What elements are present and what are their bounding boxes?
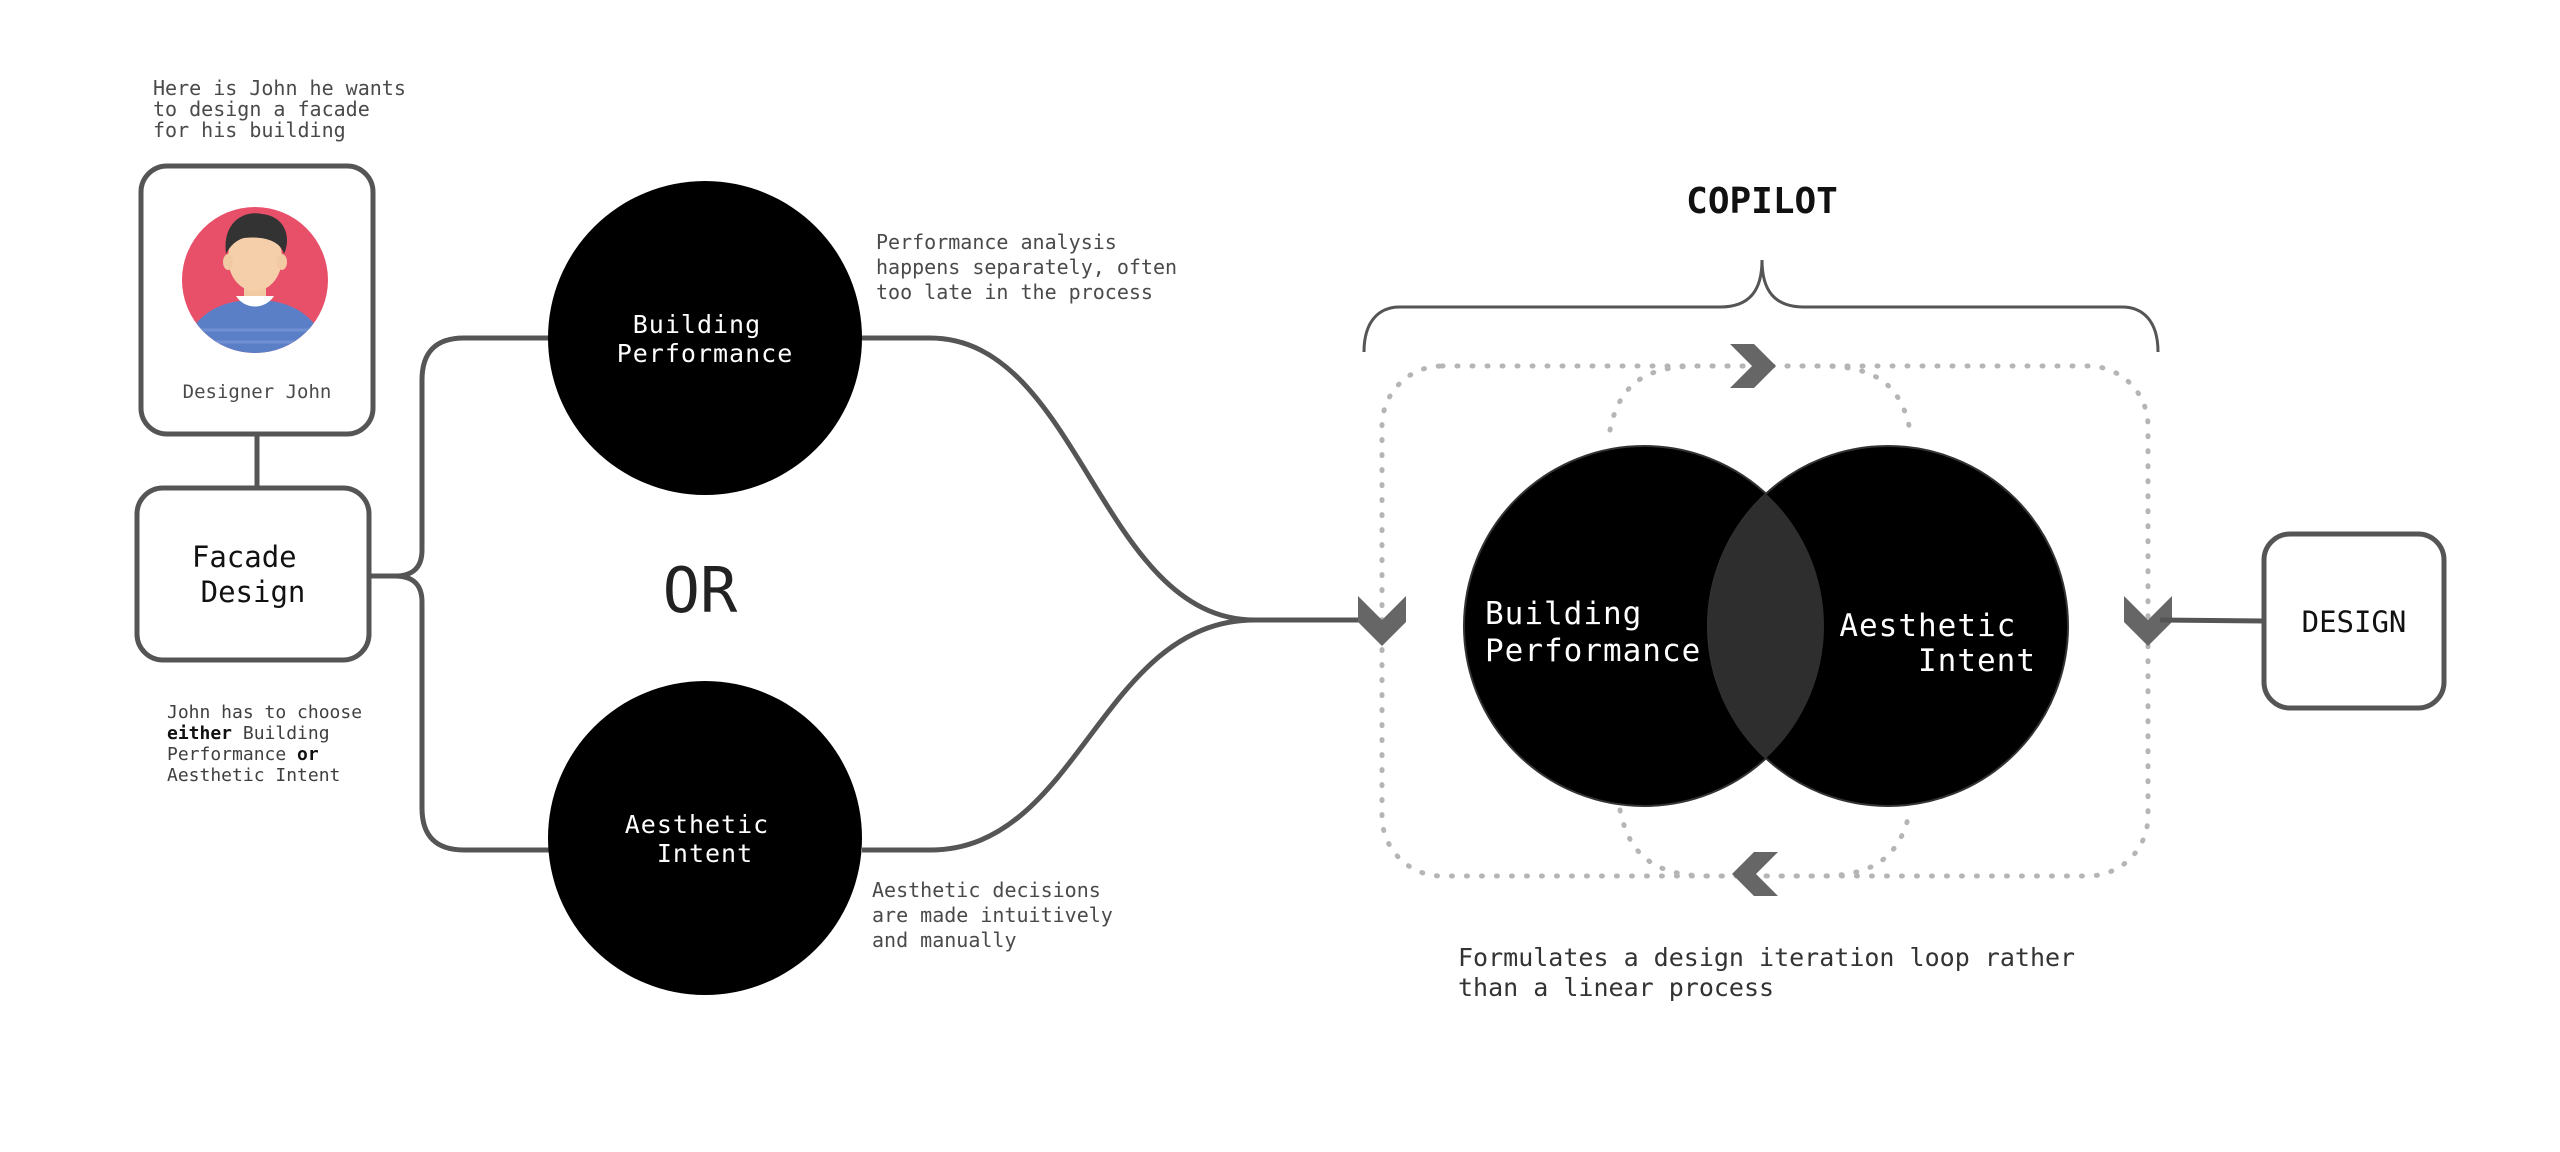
performance-merge-curve xyxy=(862,335,1256,623)
facade-design-label: Facade Design xyxy=(192,540,314,609)
design-label: DESIGN xyxy=(2302,605,2407,639)
copilot-brace xyxy=(1362,259,2160,353)
loop-arrow-top-right xyxy=(1730,344,1776,388)
design-box xyxy=(2261,531,2447,711)
choose-note-text: John has to choose xyxy=(167,702,362,723)
john-intro-note: Here is John he wants to design a facade… xyxy=(153,76,418,142)
copilot-building-performance-label: Building Performance xyxy=(1485,596,1701,669)
choose-note-text: Building xyxy=(232,723,330,744)
aesthetic-merge-curve xyxy=(862,617,1256,853)
loop-arrow-left-down xyxy=(1358,596,1406,646)
choose-note-line: Performance or xyxy=(167,744,319,765)
copilot-aesthetic-intent-label: Aesthetic Intent xyxy=(1839,608,2036,679)
choose-note-line: either Building xyxy=(167,723,330,744)
copilot-caption: Formulates a design iteration loop rathe… xyxy=(1458,943,2090,1002)
facade-to-performance-connector xyxy=(369,335,550,579)
venn-overlap xyxy=(1708,446,1824,806)
or-label: OR xyxy=(663,554,738,627)
aesthetic-intent-label: Aesthetic Intent xyxy=(625,810,786,868)
john-name: Designer John xyxy=(183,381,332,403)
facade-design-box xyxy=(134,485,372,663)
aesthetic-intent-circle xyxy=(548,681,862,995)
loop-arrow-right-down xyxy=(2124,596,2172,646)
choose-note-line: John has to choose xyxy=(167,702,362,723)
design-connector xyxy=(2159,617,2265,624)
loop-arrow-bottom-left xyxy=(1732,852,1778,896)
copilot-title: COPILOT xyxy=(1686,181,1838,222)
building-performance-label: Building Performance xyxy=(617,310,794,368)
building-performance-circle xyxy=(548,181,862,495)
choose-note-line: Aesthetic Intent xyxy=(167,765,340,786)
aesthetic-note: Aesthetic decisions are made intuitively… xyxy=(872,878,1125,952)
iteration-loop-inner-bottom xyxy=(1617,807,1913,879)
choose-note-text: Aesthetic Intent xyxy=(167,765,340,786)
choose-note-text: Performance xyxy=(167,744,297,765)
facade-to-aesthetic-connector xyxy=(394,573,550,853)
choose-note-emphasis: either xyxy=(167,723,232,744)
performance-note: Performance analysis happens separately,… xyxy=(876,230,1189,304)
choose-note-emphasis: or xyxy=(297,744,319,765)
avatar xyxy=(182,207,328,353)
